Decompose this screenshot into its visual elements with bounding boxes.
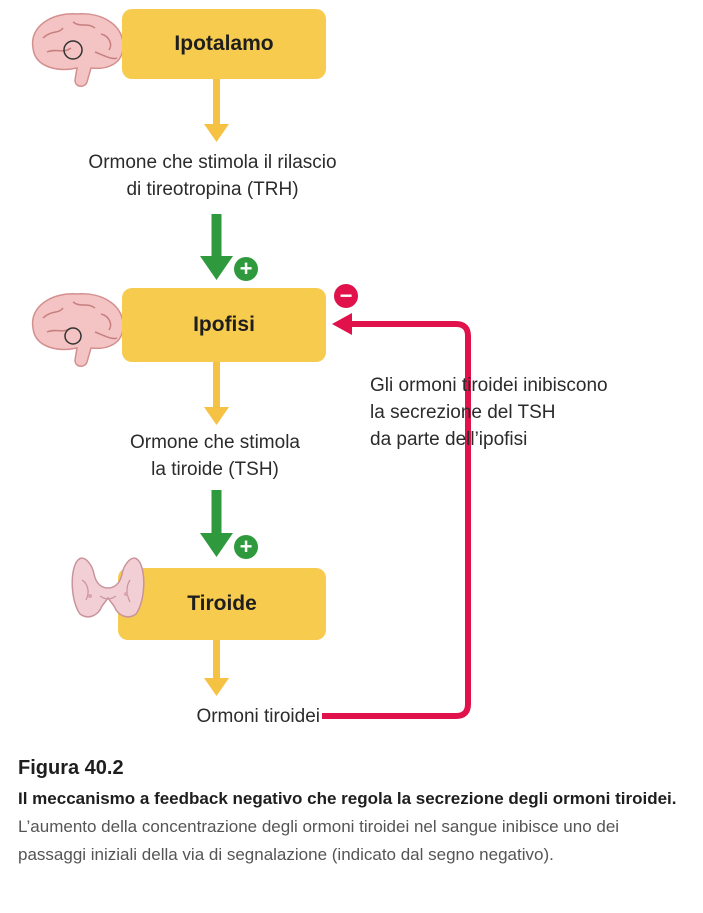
- arrow-trh-green: [200, 214, 233, 280]
- caption-text: Il meccanismo a feedback negativo che re…: [18, 785, 688, 869]
- arrow-pituitary-down: [204, 361, 229, 425]
- figure-number: Figura 40.2: [18, 757, 124, 779]
- plus-sign-trh: +: [234, 257, 258, 281]
- caption-bold-text: Il meccanismo a feedback negativo che re…: [18, 789, 677, 808]
- label-feedback-line2: la secrezione del TSH: [370, 402, 556, 423]
- arrow-hypothalamus-down: [204, 78, 229, 142]
- node-pituitary: Ipofisi: [122, 288, 326, 362]
- label-feedback-line1: Gli ormoni tiroidei inibiscono: [370, 375, 608, 396]
- label-trh: Ormone che stimola il rilascio di tireot…: [40, 149, 385, 203]
- figure-caption: Figura 40.2 Il meccanismo a feedback neg…: [18, 755, 688, 869]
- thyroid-icon: [71, 557, 145, 618]
- brain-icon: [31, 293, 124, 367]
- node-hypothalamus-label: Ipotalamo: [174, 32, 274, 55]
- plus-sign-tsh: +: [234, 535, 258, 559]
- node-thyroid: Tiroide: [118, 568, 326, 640]
- label-tsh: Ormone che stimola la tiroide (TSH): [80, 429, 350, 483]
- node-thyroid-label: Tiroide: [187, 592, 257, 615]
- feedback-arrow: [322, 313, 471, 719]
- label-feedback-line3: da parte dell’ipofisi: [370, 429, 528, 450]
- label-feedback: Gli ormoni tiroidei inibiscono la secrez…: [370, 372, 670, 453]
- node-hypothalamus: Ipotalamo: [122, 9, 326, 79]
- arrow-thyroid-down: [204, 640, 229, 696]
- node-pituitary-label: Ipofisi: [193, 313, 255, 336]
- label-tsh-line1: Ormone che stimola: [129, 432, 300, 453]
- label-trh-line2: di tireotropina (TRH): [126, 179, 299, 200]
- label-trh-line1: Ormone che stimola il rilascio: [88, 152, 337, 173]
- label-tsh-line2: la tiroide (TSH): [151, 459, 279, 480]
- arrow-tsh-green: [200, 490, 233, 557]
- minus-sign-feedback: −: [334, 284, 358, 308]
- label-thyroid-hormones: Ormoni tiroidei: [120, 703, 320, 730]
- caption-body-text: L’aumento della concentrazione degli orm…: [18, 817, 620, 864]
- brain-icon: [31, 13, 124, 87]
- label-thyroid-hormones-text: Ormoni tiroidei: [196, 706, 320, 727]
